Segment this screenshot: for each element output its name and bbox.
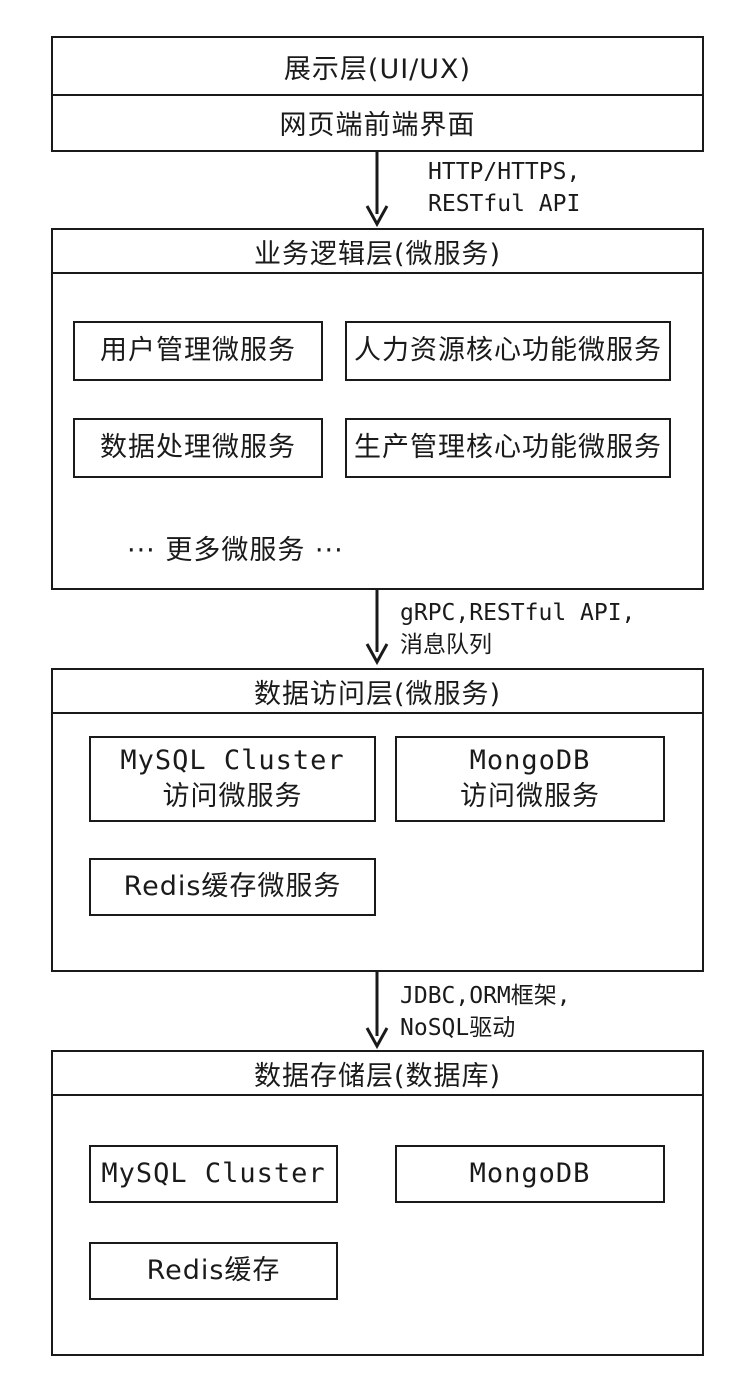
- data-storage-layer-title: 数据存储层(数据库): [53, 1052, 702, 1096]
- arrow-down-icon: [365, 590, 389, 666]
- access-service-line: 访问微服务: [460, 781, 600, 812]
- access-service-box: MySQL Cluster 访问微服务: [89, 736, 376, 822]
- storage-box: MongoDB: [395, 1145, 665, 1203]
- service-box: 用户管理微服务: [73, 321, 323, 381]
- arrow-down-icon: [365, 152, 389, 228]
- data-access-layer-title: 数据访问层(微服务): [53, 670, 702, 714]
- protocol-line: gRPC,RESTful API,: [400, 600, 636, 626]
- presentation-layer: 展示层(UI/UX) 网页端前端界面: [51, 36, 704, 152]
- protocol-line: HTTP/HTTPS,: [428, 159, 581, 185]
- access-service-line: 访问微服务: [162, 781, 303, 812]
- business-logic-layer: 业务逻辑层(微服务): [51, 228, 704, 590]
- arrow-down-icon: [365, 972, 389, 1050]
- access-service-box: MongoDB 访问微服务: [395, 736, 665, 822]
- access-service-line: MongoDB: [469, 745, 591, 776]
- protocol-line: JDBC,ORM框架,: [400, 983, 571, 1009]
- access-service-line: Redis缓存微服务: [123, 871, 342, 902]
- more-services-text: ··· 更多微服务 ···: [127, 535, 344, 566]
- business-logic-layer-title: 业务逻辑层(微服务): [53, 230, 702, 274]
- presentation-business-protocol: HTTP/HTTPS, RESTful API: [428, 156, 580, 220]
- access-service-box: Redis缓存微服务: [89, 858, 376, 916]
- presentation-layer-title: 展示层(UI/UX): [53, 38, 702, 96]
- access-storage-protocol: JDBC,ORM框架, NoSQL驱动: [400, 980, 571, 1044]
- service-box: 数据处理微服务: [73, 418, 323, 478]
- service-box: 生产管理核心功能微服务: [345, 418, 671, 478]
- storage-box: Redis缓存: [89, 1242, 338, 1300]
- data-storage-layer: 数据存储层(数据库): [51, 1050, 704, 1356]
- access-service-line: MySQL Cluster: [120, 745, 345, 776]
- presentation-layer-content: 网页端前端界面: [279, 109, 476, 141]
- protocol-line: NoSQL驱动: [400, 1015, 516, 1041]
- protocol-line: 消息队列: [400, 632, 492, 658]
- service-box: 人力资源核心功能微服务: [345, 321, 671, 381]
- business-access-protocol: gRPC,RESTful API, 消息队列: [400, 597, 635, 661]
- storage-box: MySQL Cluster: [89, 1145, 338, 1203]
- protocol-line: RESTful API: [428, 191, 581, 217]
